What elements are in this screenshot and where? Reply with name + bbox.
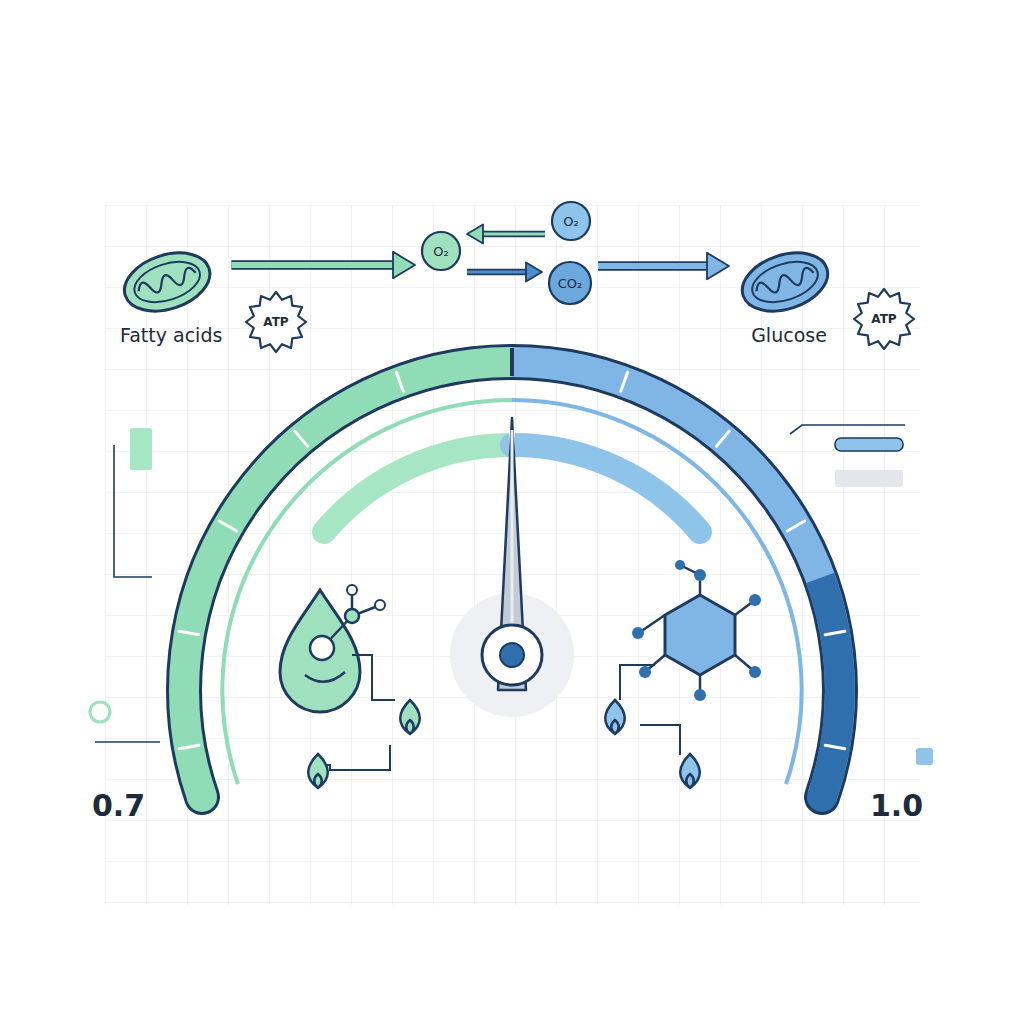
grid-background [105, 205, 920, 905]
molecule-circle: O₂ [420, 230, 462, 272]
tick-mark [825, 745, 845, 748]
mitochondrion-node: Glucose [734, 236, 844, 346]
glucose-molecule-icon [620, 560, 761, 755]
inner-arc [512, 400, 802, 784]
node-label: CO₂ [558, 276, 583, 291]
node-label: ATP [263, 315, 288, 329]
tick-mark [396, 372, 403, 391]
tick-mark [825, 631, 845, 634]
scale-value: 0.7 [92, 788, 145, 823]
tick-mark [179, 631, 199, 634]
molecule-circle: CO₂ [547, 260, 593, 306]
flow-arrow [467, 224, 545, 243]
molecule-circle: O₂ [550, 200, 592, 242]
atp-burst: ATP [852, 287, 916, 351]
node-label: O₂ [433, 244, 448, 259]
tick-mark [787, 521, 804, 531]
range-arc [512, 445, 700, 532]
inner-arc [222, 400, 512, 784]
flow-arrow [467, 262, 542, 281]
tick-mark [295, 431, 308, 446]
tick-mark [179, 745, 199, 748]
tick-mark [716, 431, 729, 446]
tick-mark [621, 372, 628, 391]
mitochondrion-node: Fatty acids [116, 236, 226, 346]
mitochondrion-icon [116, 236, 226, 322]
tick-mark [219, 521, 236, 531]
range-arc [324, 445, 512, 532]
gauge-needle [450, 418, 574, 717]
node-label: Fatty acids [116, 324, 226, 346]
gauge-band [179, 348, 845, 812]
flow-arrow [231, 252, 415, 278]
mitochondrion-icon [734, 236, 844, 322]
flow-arrow [598, 253, 729, 279]
node-label: ATP [871, 312, 896, 326]
scale-value: 1.0 [870, 788, 923, 823]
node-label: Glucose [734, 324, 844, 346]
atp-burst: ATP [244, 290, 308, 354]
fat-droplet-icon [280, 585, 395, 770]
node-label: O₂ [563, 214, 578, 229]
